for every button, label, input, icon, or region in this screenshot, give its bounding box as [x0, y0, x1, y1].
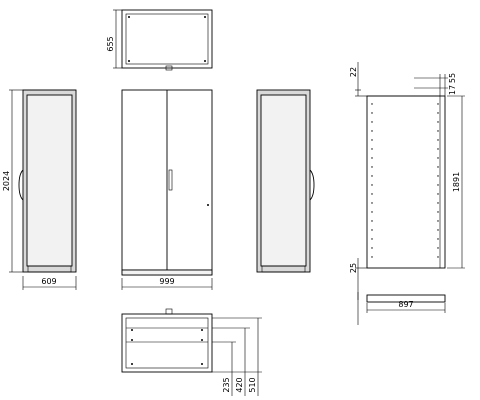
- dim-height-total: 2024: [2, 171, 11, 191]
- mounting-hole: [437, 256, 439, 258]
- dim-base-c: 510: [248, 377, 257, 392]
- mounting-hole: [371, 220, 373, 222]
- mounting-hole: [437, 184, 439, 186]
- mounting-hole: [371, 166, 373, 168]
- dim-plate-width: 897: [398, 300, 413, 309]
- mounting-hole: [371, 202, 373, 204]
- mounting-hole: [371, 175, 373, 177]
- mounting-hole: [437, 220, 439, 222]
- mounting-hole: [371, 130, 373, 132]
- mounting-hole: [371, 211, 373, 213]
- side-view-left: 2024 609: [2, 89, 77, 290]
- mounting-hole: [371, 148, 373, 150]
- mounting-hole: [437, 166, 439, 168]
- dim-top-depth: 655: [106, 36, 115, 51]
- mounting-hole: [371, 238, 373, 240]
- mounting-hole: [371, 229, 373, 231]
- mounting-hole: [437, 148, 439, 150]
- mounting-hole: [371, 193, 373, 195]
- mounting-hole: [437, 139, 439, 141]
- mounting-hole: [371, 139, 373, 141]
- mounting-hole: [371, 112, 373, 114]
- mounting-hole: [437, 175, 439, 177]
- dim-base-b: 420: [235, 377, 244, 392]
- top-view: 655: [106, 9, 213, 71]
- mounting-hole: [371, 103, 373, 105]
- mounting-hole: [437, 247, 439, 249]
- mounting-hole: [371, 184, 373, 186]
- dim-plate-right-b: 17: [448, 85, 457, 95]
- dim-plate-right-a: 55: [448, 73, 457, 83]
- dim-plate-bottom-offset: 25: [349, 263, 358, 273]
- mounting-hole: [371, 256, 373, 258]
- mounting-hole: [437, 238, 439, 240]
- dim-plate-top-offset: 22: [349, 67, 358, 77]
- mounting-plate-view: 22 55 17 1891 25 897: [349, 62, 465, 325]
- mounting-hole: [437, 157, 439, 159]
- mounting-hole: [437, 112, 439, 114]
- dim-side-width: 609: [41, 277, 56, 286]
- mounting-hole: [371, 121, 373, 123]
- dim-plate-height: 1891: [452, 172, 461, 192]
- base-view: 235 420 510: [121, 308, 262, 396]
- side-view-right: [256, 89, 315, 273]
- front-view: 999: [121, 89, 213, 290]
- mounting-hole: [437, 193, 439, 195]
- mounting-hole: [437, 211, 439, 213]
- mounting-hole: [437, 130, 439, 132]
- mounting-hole: [437, 202, 439, 204]
- mounting-hole: [437, 121, 439, 123]
- mounting-hole: [437, 229, 439, 231]
- mounting-hole: [371, 157, 373, 159]
- mounting-hole: [437, 103, 439, 105]
- dim-base-a: 235: [222, 377, 231, 392]
- mounting-hole: [371, 247, 373, 249]
- dim-front-width: 999: [159, 277, 174, 286]
